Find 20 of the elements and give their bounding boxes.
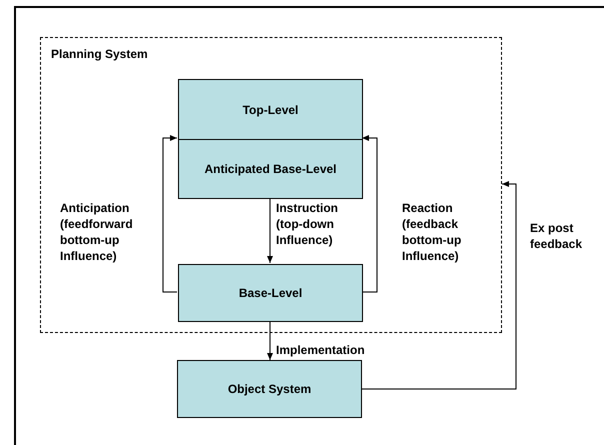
box-label: Object System: [228, 382, 312, 396]
box-label: Base-Level: [238, 286, 302, 300]
edge-label: Implementation: [276, 342, 366, 358]
arrow: [267, 198, 273, 264]
process-box: [178, 79, 363, 140]
arrow: [162, 135, 178, 292]
arrow: [267, 320, 273, 360]
process-box: [178, 264, 363, 322]
edge-label: Anticipation (feedforward bottom-up Influence): [60, 200, 134, 264]
edge-label: Instruction (top-down Influence): [276, 200, 339, 248]
group-title: Planning System: [51, 47, 148, 61]
box-label: Top-Level: [242, 102, 298, 116]
arrow: [362, 181, 516, 390]
edge-label: Ex post feedback: [530, 220, 584, 252]
process-box: [178, 139, 363, 199]
edge-label: Reaction (feedback bottom-up Influence): [402, 200, 462, 264]
arrow: [362, 135, 378, 292]
process-box: [177, 360, 362, 418]
planning-system-boundary: [40, 37, 502, 333]
box-label: Anticipated Base-Level: [204, 162, 337, 176]
